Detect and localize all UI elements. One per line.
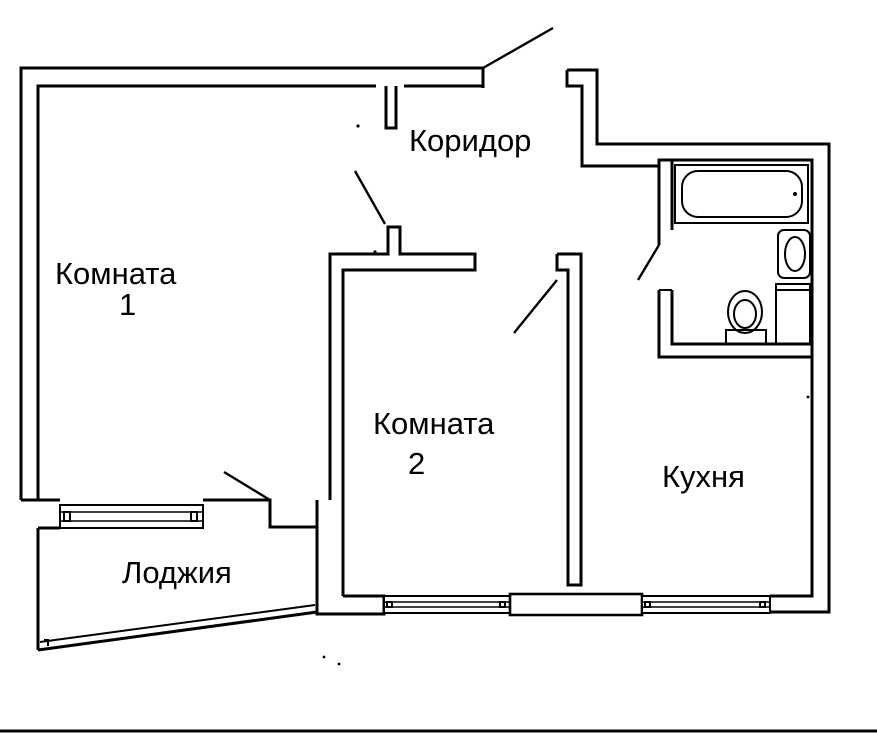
room1-label: Комната — [55, 256, 177, 291]
bathroom-door — [636, 244, 661, 281]
window-room1 — [59, 504, 204, 529]
sink-icon — [777, 229, 811, 279]
room1-number: 1 — [119, 287, 136, 322]
window-loggia-bottom — [39, 604, 316, 643]
bathtub-icon — [674, 164, 809, 224]
window-kitchen — [641, 595, 771, 614]
room1-door — [353, 170, 387, 225]
loggia-door — [223, 470, 271, 502]
entrance-door — [482, 26, 554, 70]
kitchen-label: Кухня — [662, 459, 745, 494]
partition-room2-kitchen — [555, 252, 583, 587]
room2-door — [513, 279, 558, 334]
wall-segment-bottom — [508, 592, 644, 617]
washing-machine-icon — [775, 283, 811, 345]
room2-number: 2 — [408, 446, 425, 481]
room2-label: Комната — [373, 406, 495, 441]
toilet-icon — [725, 290, 767, 345]
loggia-label: Лоджия — [122, 555, 232, 590]
doors — [223, 26, 661, 502]
window-room2 — [383, 595, 511, 614]
corridor-label: Коридор — [409, 123, 531, 158]
